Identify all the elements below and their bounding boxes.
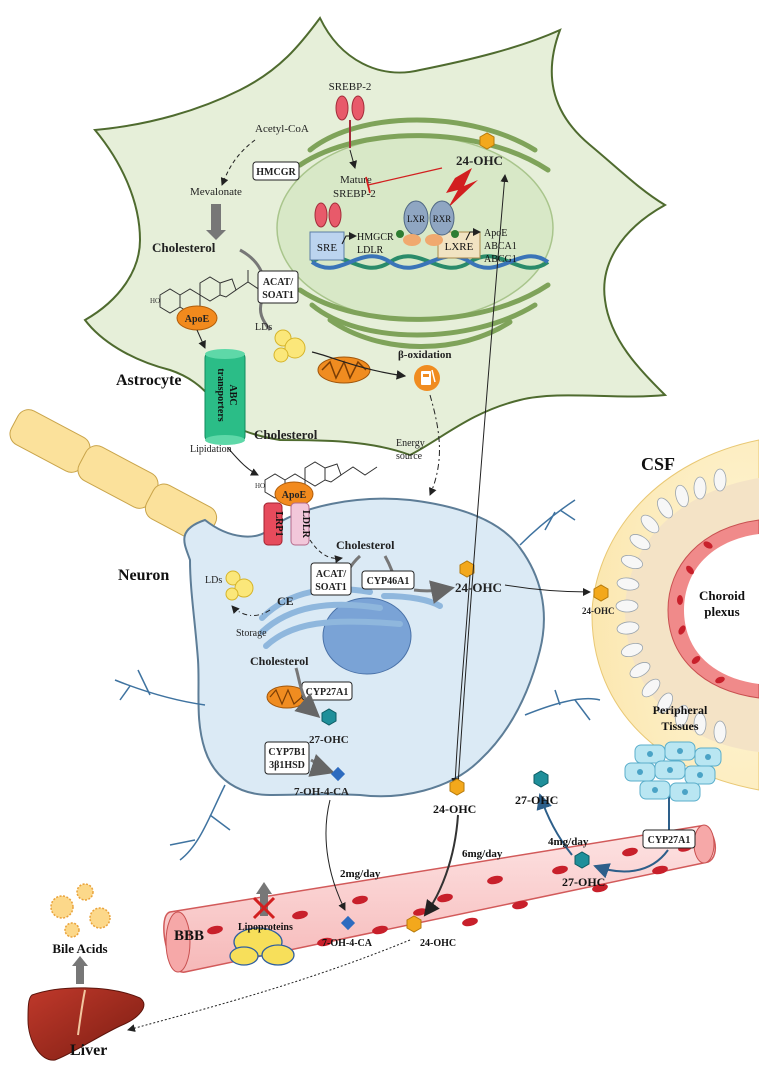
csf-ohc24-label: 24-OHC [582, 606, 615, 616]
vessel-ohc27-label: 27-OHC [562, 875, 605, 889]
neuron-labels: Neuron Cholesterol HO ApoE LRP1 LDLR Cho… [118, 427, 502, 798]
neuron-acat-line2: SOAT1 [315, 582, 347, 593]
lipoproteins-label: Lipoproteins [238, 922, 293, 933]
abc-line1: ABC [227, 384, 238, 405]
neuron-cholesterol-label: Cholesterol [336, 538, 395, 552]
apoe-gene-label: ApoE [484, 228, 507, 239]
peripheral-line2: Tissues [661, 719, 698, 733]
rate-2mg-label: 2mg/day [340, 868, 381, 880]
lipidation-label: Lipidation [190, 444, 232, 455]
hmcgr-box: HMCGR [256, 167, 296, 178]
abcg1-label: ABCG1 [484, 254, 517, 265]
choroid-line1: Choroid [699, 588, 746, 603]
neuron-top-cholesterol: Cholesterol [254, 427, 318, 442]
lxr-label: LXR [407, 214, 425, 224]
cyp7b1-line1: CYP7B1 [268, 747, 305, 758]
peripheral-tissues: Peripheral Tissues CYP27A1 [624, 703, 722, 849]
astrocyte-cell [83, 16, 668, 457]
ohc24-astrocyte-label: 24-OHC [456, 153, 503, 168]
bbb-label: BBB [174, 928, 204, 944]
acetyl-coa-label: Acetyl-CoA [255, 123, 309, 135]
mature-line1: Mature [340, 174, 372, 186]
energy-line1: Energy [396, 438, 425, 449]
neuron-lds-label: LDs [205, 575, 222, 586]
neuron-apoe-label: ApoE [282, 490, 307, 501]
neuron-title: Neuron [118, 567, 169, 584]
ce-label: CE [277, 594, 294, 608]
peripheral-line1: Peripheral [653, 703, 708, 717]
rate-6mg-label: 6mg/day [462, 848, 503, 860]
lxre-label: LXRE [445, 241, 474, 253]
csf-label: CSF [641, 454, 675, 474]
lipoproteins-icon [229, 927, 295, 966]
neuron-oh4ca-label: 7-OH-4-CA [294, 786, 349, 798]
svg-text:HO: HO [150, 297, 160, 305]
ldlr-gene-label: LDLR [357, 245, 383, 256]
astrocyte-acat-line1: ACAT/ [263, 277, 294, 288]
neuron-ohc24-label: 24-OHC [455, 580, 502, 595]
rxr-label: RXR [433, 214, 452, 224]
rate-4mg-label: 4mg/day [548, 836, 589, 848]
astrocyte-labels: SREBP-2 Acetyl-CoA HMCGR Mevalonate Matu… [116, 81, 517, 496]
neuron-acat-line1: ACAT/ [316, 569, 347, 580]
astrocyte-apoe-label: ApoE [185, 314, 210, 325]
mevalonate-label: Mevalonate [190, 186, 242, 198]
astrocyte-acat-line2: SOAT1 [262, 290, 294, 301]
outside-ohc24-label: 24-OHC [433, 802, 476, 816]
lrp1-label: LRP1 [273, 512, 284, 537]
astrocyte-cholesterol-label: Cholesterol [152, 240, 216, 255]
mature-line2: SREBP-2 [333, 188, 376, 200]
astrocyte-lds-label: LDs [255, 322, 272, 333]
svg-text:HO: HO [255, 482, 265, 490]
outside-ohc27-label: 27-OHC [515, 793, 558, 807]
astrocyte-title: Astrocyte [116, 372, 181, 389]
vessel-ohc24-label: 24-OHC [420, 938, 456, 949]
cyp7b1-line2: 3β1HSD [269, 760, 305, 771]
neuron-cell [114, 497, 601, 861]
liver-icon [27, 987, 145, 1061]
liver-label: Liver [70, 1042, 107, 1059]
srebp2-label: SREBP-2 [329, 81, 372, 93]
bile-acids-label: Bile Acids [52, 941, 107, 956]
sre-label: SRE [317, 242, 337, 254]
hmgcr-label: HMGCR [357, 232, 394, 243]
axon [9, 409, 218, 543]
bile-acid-droplets-icon [50, 883, 111, 938]
choroid-plexus: CSF Choroid plexus 24-OHC [582, 439, 759, 791]
abc-line2: transporters [215, 368, 226, 421]
blood-vessel: BBB Lipoproteins 7-OH-4-CA 24-OHC 27-OHC [163, 824, 717, 973]
storage-label: Storage [236, 628, 267, 639]
abca1-label: ABCA1 [484, 241, 517, 252]
beta-oxidation-label: β-oxidation [398, 349, 451, 361]
liver-group: Bile Acids Liver [27, 883, 145, 1061]
neuron-cyp27a1-box: CYP27A1 [306, 687, 349, 698]
choroid-line2: plexus [704, 604, 739, 619]
ldlr-receptor-label: LDLR [300, 510, 311, 539]
peripheral-cyp27a1-box: CYP27A1 [648, 835, 691, 846]
vessel-oh4ca-label: 7-OH-4-CA [322, 938, 373, 949]
flux-arrows: 24-OHC 27-OHC 2mg/day 6mg/day 4mg/day [127, 174, 670, 1032]
cyp46a1-box: CYP46A1 [367, 576, 410, 587]
neuron-lower-cholesterol: Cholesterol [250, 654, 309, 668]
energy-line2: source [396, 451, 423, 462]
neuron-ohc27-label: 27-OHC [309, 734, 349, 746]
